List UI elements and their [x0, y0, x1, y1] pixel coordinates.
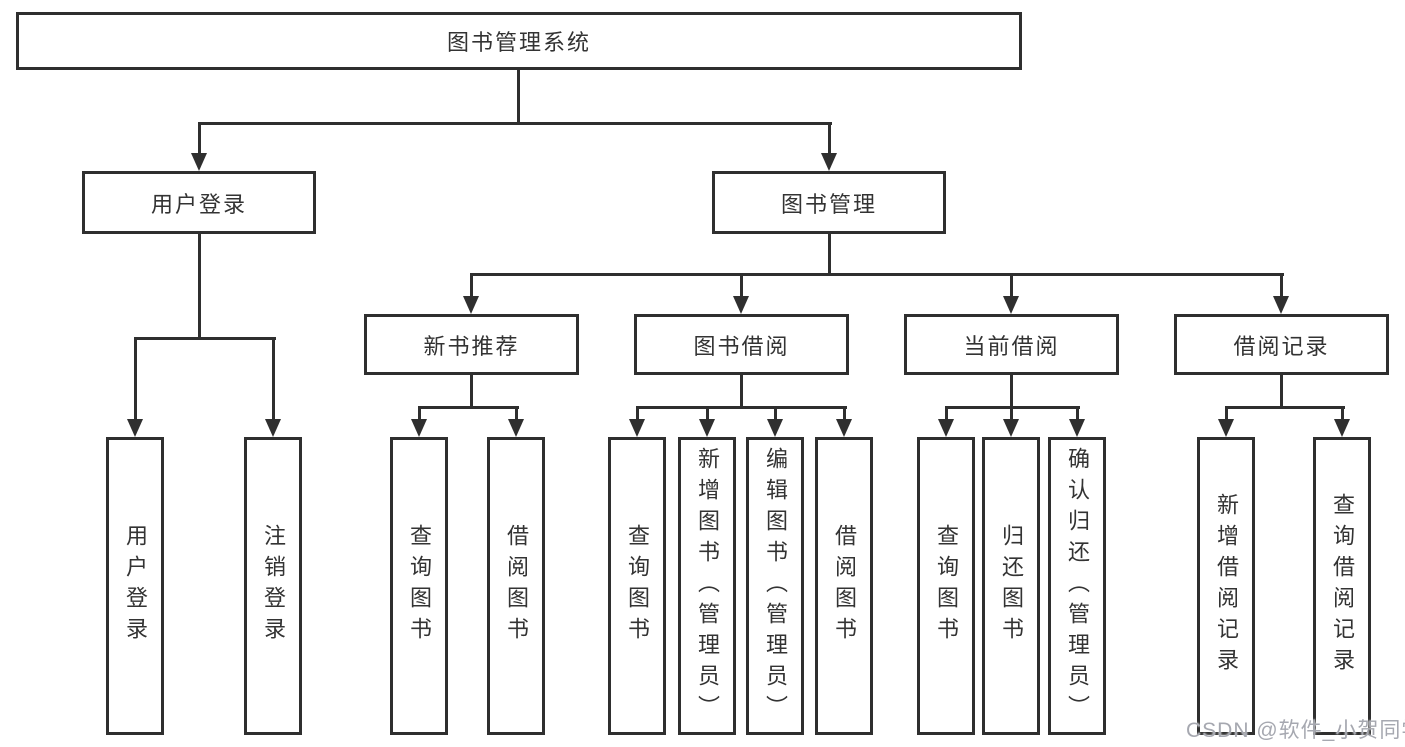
node-user-login-label: 用户登录 [150, 191, 247, 217]
connector-drop-book-borrow [740, 273, 743, 301]
leaf-logout-label: 注销登录 [261, 524, 286, 648]
connector-drop-borrow-records [1280, 273, 1283, 301]
connector-bookmgmt-stem [828, 234, 831, 276]
leaf-current-confirm-return-admin-label: 确认归还（管理员） [1065, 446, 1090, 726]
connector-root-crossbar [198, 122, 832, 125]
node-book-management-label: 图书管理 [780, 191, 877, 217]
node-borrow-records: 借阅记录 [1174, 314, 1389, 375]
connector-drop-current-borrow [1010, 273, 1013, 301]
connector-drop-bookborrow-add [706, 406, 709, 422]
connector-drop-records-query [1341, 406, 1344, 422]
leaf-current-return-books-label: 归还图书 [999, 524, 1024, 648]
connector-bookborrow-crossbar [636, 406, 847, 409]
arrowhead-book-management [821, 153, 837, 171]
arrowhead-user-login [191, 153, 207, 171]
connector-drop-current-confirm [1076, 406, 1079, 422]
connector-drop-bookborrow-query [636, 406, 639, 422]
node-user-login: 用户登录 [82, 171, 316, 234]
arrowhead-bookborrow-add [699, 419, 715, 437]
arrowhead-newbook-query [411, 419, 427, 437]
leaf-newbook-borrow-books: 借阅图书 [487, 437, 545, 735]
arrowhead-bookborrow-query [629, 419, 645, 437]
arrowhead-current-borrow [1003, 296, 1019, 314]
leaf-borrow-borrow-books: 借阅图书 [815, 437, 873, 735]
leaf-borrow-add-books-admin-label: 新增图书（管理员） [695, 446, 720, 726]
connector-root-stem [517, 69, 520, 125]
node-library-system: 图书管理系统 [16, 12, 1022, 70]
connector-drop-bookborrow-borrow [843, 406, 846, 422]
leaf-borrow-add-books-admin: 新增图书（管理员） [678, 437, 736, 735]
leaf-newbook-query-books-label: 查询图书 [407, 524, 432, 648]
connector-userlogin-crossbar [134, 337, 276, 340]
arrowhead-bookborrow-borrow [836, 419, 852, 437]
arrowhead-bookborrow-edit [767, 419, 783, 437]
leaf-current-query-books: 查询图书 [917, 437, 975, 735]
node-new-book-recommend: 新书推荐 [364, 314, 579, 375]
node-book-borrow: 图书借阅 [634, 314, 849, 375]
csdn-watermark: CSDN @软件_小贺同学 [1186, 719, 1405, 742]
arrowhead-current-query [938, 419, 954, 437]
node-book-borrow-label: 图书借阅 [693, 333, 790, 359]
arrowhead-records-add [1218, 419, 1234, 437]
node-current-borrow-label: 当前借阅 [963, 333, 1060, 359]
leaf-newbook-query-books: 查询图书 [390, 437, 448, 735]
leaf-current-query-books-label: 查询图书 [934, 524, 959, 648]
connector-drop-current-query [945, 406, 948, 422]
arrowhead-borrow-records [1273, 296, 1289, 314]
leaf-current-confirm-return-admin: 确认归还（管理员） [1048, 437, 1106, 735]
leaf-borrow-query-books: 查询图书 [608, 437, 666, 735]
leaf-borrow-edit-books-admin-label: 编辑图书（管理员） [763, 446, 788, 726]
connector-drop-book-management [828, 122, 831, 157]
arrowhead-leaf-logout [265, 419, 281, 437]
leaf-user-login-label: 用户登录 [123, 524, 148, 648]
connector-currentborrow-stem [1010, 375, 1013, 409]
leaf-borrow-edit-books-admin: 编辑图书（管理员） [746, 437, 804, 735]
connector-newbook-crossbar [418, 406, 519, 409]
leaf-records-add-record: 新增借阅记录 [1197, 437, 1255, 735]
connector-drop-user-login [198, 122, 201, 157]
node-new-book-recommend-label: 新书推荐 [423, 333, 520, 359]
arrowhead-new-book-recommend [463, 296, 479, 314]
connector-drop-newbook-query [418, 406, 421, 422]
connector-drop-current-return [1010, 406, 1013, 422]
arrowhead-leaf-user-login [127, 419, 143, 437]
connector-drop-leaf-logout [272, 337, 275, 422]
connector-drop-new-book-recommend [470, 273, 473, 301]
leaf-records-query-record: 查询借阅记录 [1313, 437, 1371, 735]
connector-drop-leaf-user-login [134, 337, 137, 422]
connector-bookmgmt-crossbar [470, 273, 1284, 276]
leaf-newbook-borrow-books-label: 借阅图书 [504, 524, 529, 648]
leaf-logout: 注销登录 [244, 437, 302, 735]
arrowhead-book-borrow [733, 296, 749, 314]
connector-bookborrow-stem [740, 375, 743, 409]
connector-records-crossbar [1225, 406, 1345, 409]
connector-newbook-stem [470, 375, 473, 409]
node-current-borrow: 当前借阅 [904, 314, 1119, 375]
node-library-system-label: 图书管理系统 [446, 30, 591, 55]
connector-drop-newbook-borrow [515, 406, 518, 422]
arrowhead-newbook-borrow [508, 419, 524, 437]
leaf-records-query-record-label: 查询借阅记录 [1330, 493, 1355, 679]
connector-drop-records-add [1225, 406, 1228, 422]
connector-records-stem [1280, 375, 1283, 409]
leaf-user-login: 用户登录 [106, 437, 164, 735]
arrowhead-current-confirm [1069, 419, 1085, 437]
node-borrow-records-label: 借阅记录 [1233, 333, 1330, 359]
connector-userlogin-stem [198, 234, 201, 340]
connector-drop-bookborrow-edit [774, 406, 777, 422]
leaf-records-add-record-label: 新增借阅记录 [1214, 493, 1239, 679]
leaf-borrow-borrow-books-label: 借阅图书 [832, 524, 857, 648]
arrowhead-records-query [1334, 419, 1350, 437]
node-book-management: 图书管理 [712, 171, 946, 234]
arrowhead-current-return [1003, 419, 1019, 437]
leaf-current-return-books: 归还图书 [982, 437, 1040, 735]
leaf-borrow-query-books-label: 查询图书 [625, 524, 650, 648]
